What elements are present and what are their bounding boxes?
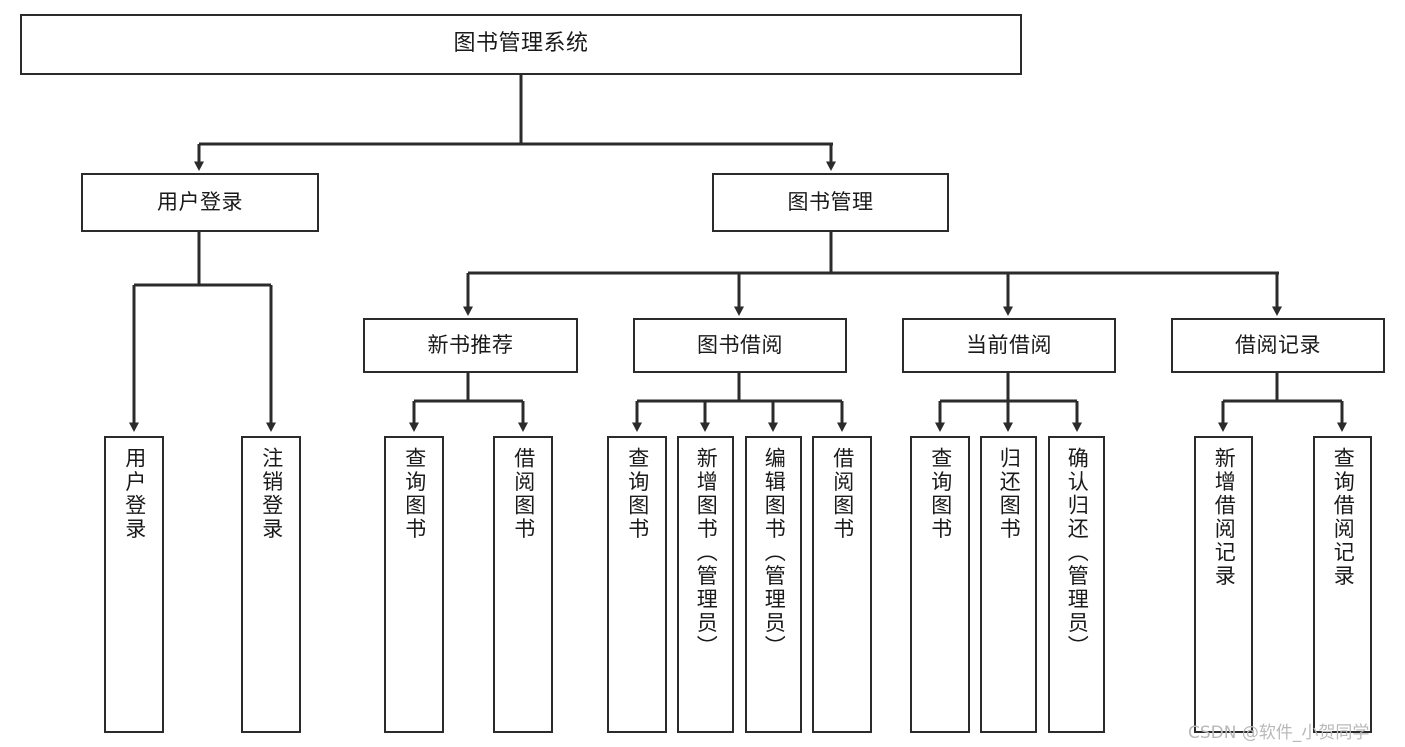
node-user-login[interactable]: 用户登录 (81, 173, 319, 232)
node-leaf-add-record[interactable]: 新增借阅记录 (1194, 436, 1253, 733)
node-leaf-borrow-book-1[interactable]: 借阅图书 (493, 436, 553, 733)
node-current-borrow[interactable]: 当前借阅 (902, 318, 1116, 373)
node-leaf-user-login-label: 用户登录 (122, 447, 147, 541)
node-leaf-add-record-label: 新增借阅记录 (1212, 447, 1237, 588)
node-book-manage-label: 图书管理 (787, 189, 874, 214)
node-leaf-logout-login[interactable]: 注销登录 (241, 436, 301, 733)
node-root[interactable]: 图书管理系统 (20, 14, 1022, 75)
node-book-borrow-label: 图书借阅 (697, 332, 783, 357)
node-leaf-user-login[interactable]: 用户登录 (104, 436, 164, 733)
node-leaf-add-book[interactable]: 新增图书（管理员） (677, 436, 734, 733)
node-leaf-query-book-2[interactable]: 查询图书 (607, 436, 667, 733)
csdn-watermark: CSDN @软件_小贺同学 (1188, 723, 1370, 743)
node-leaf-borrow-book-2-label: 借阅图书 (830, 447, 855, 541)
node-leaf-borrow-book-2[interactable]: 借阅图书 (812, 436, 872, 733)
node-book-borrow[interactable]: 图书借阅 (633, 318, 847, 373)
node-book-manage[interactable]: 图书管理 (712, 173, 949, 232)
node-leaf-confirm-return[interactable]: 确认归还（管理员） (1048, 436, 1105, 733)
node-borrow-record[interactable]: 借阅记录 (1171, 318, 1385, 373)
node-leaf-query-book-3-label: 查询图书 (928, 447, 953, 541)
node-leaf-add-book-label: 新增图书（管理员） (694, 447, 719, 659)
node-leaf-edit-book[interactable]: 编辑图书（管理员） (745, 436, 802, 733)
node-leaf-logout-login-label: 注销登录 (259, 447, 284, 541)
node-leaf-query-book-2-label: 查询图书 (625, 447, 650, 541)
node-leaf-borrow-book-1-label: 借阅图书 (511, 447, 536, 541)
node-user-login-label: 用户登录 (157, 189, 243, 214)
node-borrow-record-label: 借阅记录 (1235, 332, 1321, 357)
node-current-borrow-label: 当前借阅 (966, 332, 1052, 357)
node-new-book-recommend[interactable]: 新书推荐 (363, 318, 578, 373)
node-root-label: 图书管理系统 (453, 31, 589, 57)
node-leaf-return-book-label: 归还图书 (997, 447, 1022, 541)
node-leaf-confirm-return-label: 确认归还（管理员） (1065, 447, 1090, 659)
node-leaf-return-book[interactable]: 归还图书 (980, 436, 1037, 733)
node-leaf-query-record-label: 查询借阅记录 (1331, 447, 1356, 588)
node-leaf-edit-book-label: 编辑图书（管理员） (762, 447, 787, 659)
node-new-book-recommend-label: 新书推荐 (427, 332, 514, 357)
node-leaf-query-book-1-label: 查询图书 (402, 447, 427, 541)
node-leaf-query-record[interactable]: 查询借阅记录 (1313, 436, 1372, 733)
node-leaf-query-book-3[interactable]: 查询图书 (910, 436, 970, 733)
node-leaf-query-book-1[interactable]: 查询图书 (384, 436, 444, 733)
